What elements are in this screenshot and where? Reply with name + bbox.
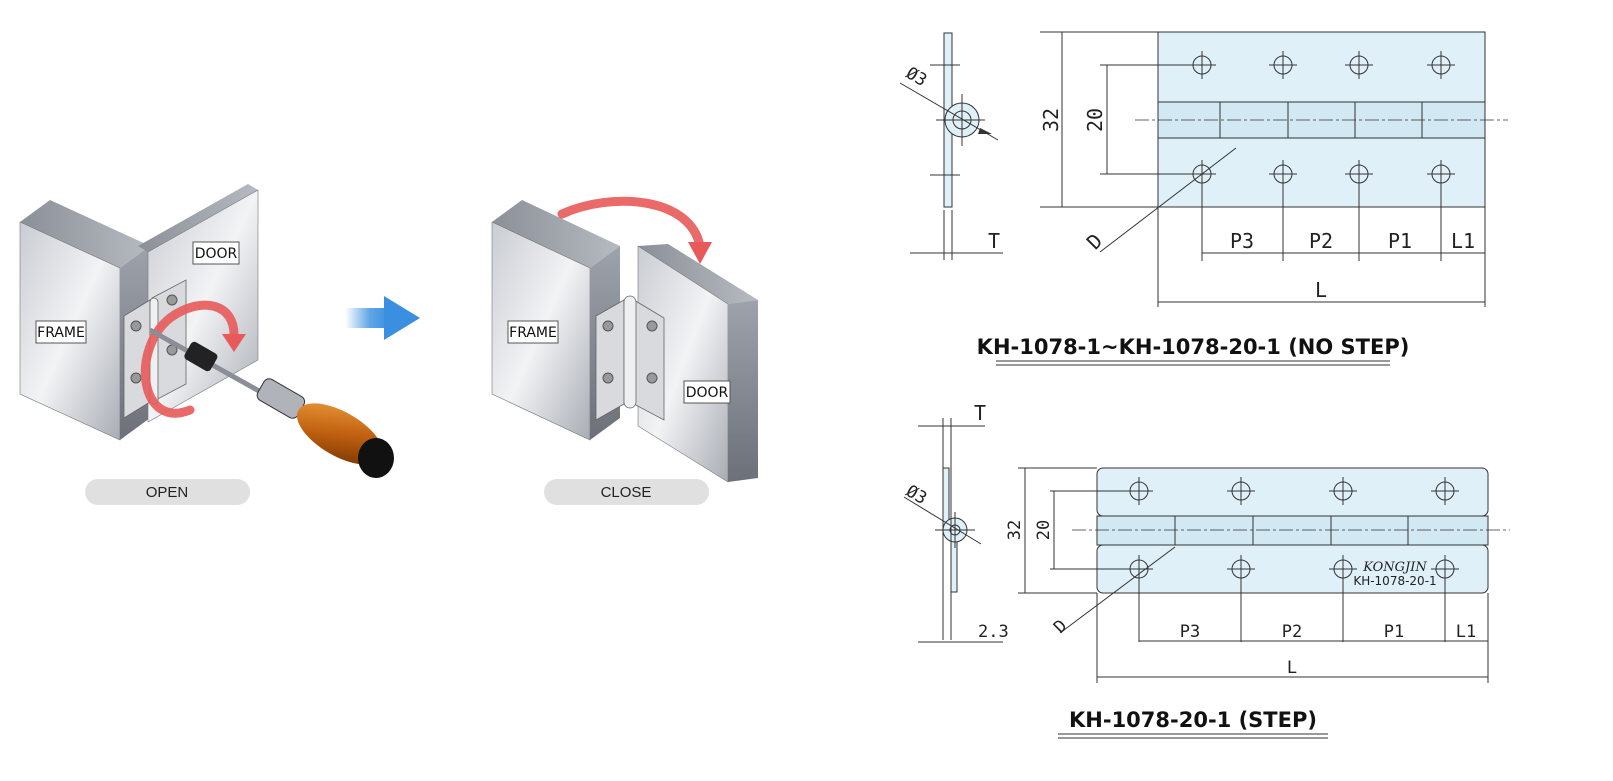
door-label-close: DOOR [683, 380, 731, 404]
title-no-step: KH-1078-1~KH-1078-20-1 (NO STEP) [977, 335, 1410, 366]
open-illustration: FRAME DOOR OPEN [19, 184, 394, 505]
plan-view: 32 20 D P3 P2 P1 L1 L [1039, 31, 1508, 307]
door-panel-edge [728, 300, 758, 482]
svg-text:T: T [988, 229, 1000, 253]
svg-text:FRAME: FRAME [37, 325, 85, 341]
svg-text:P3: P3 [1180, 622, 1200, 642]
svg-text:P2: P2 [1309, 229, 1333, 253]
door-label-open: DOOR [192, 241, 240, 265]
side-view-step: T Ø3 2.3 [902, 401, 1009, 643]
rotate-arrow-head [222, 334, 246, 352]
svg-text:CLOSE: CLOSE [601, 484, 652, 501]
frame-panel-top [20, 200, 150, 268]
svg-text:32: 32 [1039, 108, 1063, 132]
hinge-close [595, 295, 665, 421]
svg-text:L: L [1315, 278, 1327, 302]
door-panel-top [638, 244, 758, 304]
close-illustration: FRAME DOOR CLOSE [491, 196, 758, 505]
side-view: Ø3 T [899, 32, 1003, 260]
plan-view-step: KONGJIN KH-1078-20-1 32 20 D P3 P2 P1 L1… [1005, 467, 1510, 683]
screwdriver [148, 327, 394, 478]
closing-arrow-head [688, 242, 712, 264]
svg-text:P1: P1 [1388, 229, 1412, 253]
svg-text:P1: P1 [1384, 622, 1404, 642]
title-step: KH-1078-20-1 (STEP) [1058, 708, 1328, 739]
svg-text:T: T [974, 401, 986, 425]
svg-text:20: 20 [1083, 108, 1107, 132]
svg-text:D: D [1082, 229, 1107, 254]
close-caption: CLOSE [544, 479, 709, 505]
frame-label-close: FRAME [507, 320, 559, 344]
svg-text:DOOR: DOOR [686, 385, 729, 401]
drawing-no-step: Ø3 T [899, 31, 1508, 366]
svg-text:2.3: 2.3 [978, 622, 1009, 642]
svg-text:KH-1078-1~KH-1078-20-1 (NO STE: KH-1078-1~KH-1078-20-1 (NO STEP) [977, 335, 1410, 359]
frame-label-open: FRAME [35, 320, 87, 344]
svg-text:OPEN: OPEN [146, 484, 189, 501]
svg-text:DOOR: DOOR [195, 246, 238, 262]
svg-text:KH-1078-20-1: KH-1078-20-1 [1353, 574, 1436, 588]
svg-text:FRAME: FRAME [509, 325, 557, 341]
closing-arrow [557, 196, 705, 251]
svg-text:KH-1078-20-1 (STEP): KH-1078-20-1 (STEP) [1069, 708, 1317, 732]
frame-panel-top [492, 200, 620, 268]
svg-text:P3: P3 [1230, 229, 1254, 253]
svg-text:L1: L1 [1456, 622, 1476, 642]
svg-text:P2: P2 [1282, 622, 1302, 642]
svg-text:L1: L1 [1451, 229, 1475, 253]
svg-text:Ø3: Ø3 [902, 481, 930, 509]
svg-text:KONGJIN: KONGJIN [1362, 560, 1427, 575]
drawing-step: T Ø3 2.3 KONGJIN KH-1078-20-1 [902, 401, 1510, 739]
open-caption: OPEN [85, 479, 250, 505]
rotate-arrow [140, 300, 239, 418]
svg-text:32: 32 [1005, 520, 1025, 540]
transition-arrow [345, 296, 420, 340]
door-panel-top [138, 184, 258, 252]
svg-text:L: L [1287, 658, 1297, 678]
svg-text:20: 20 [1034, 520, 1054, 540]
